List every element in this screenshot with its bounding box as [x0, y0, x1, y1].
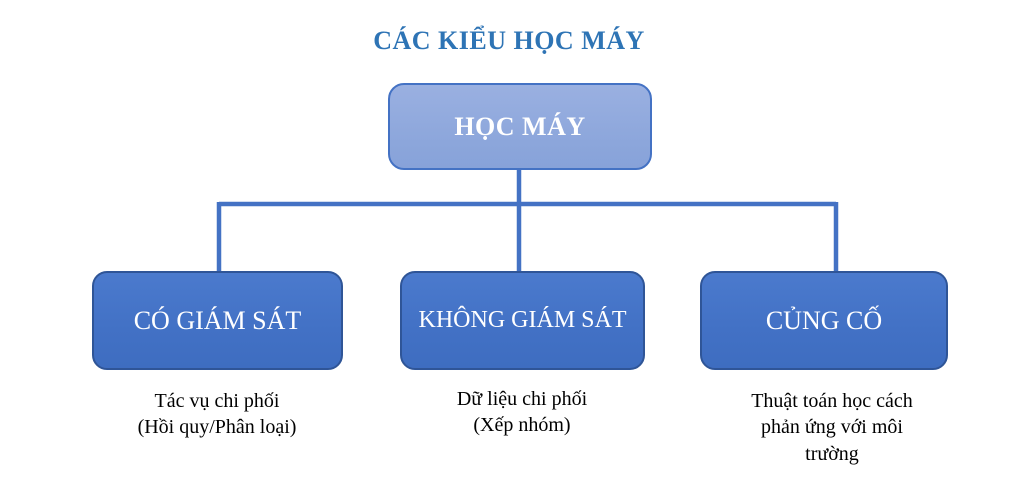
caption-supervised: Tác vụ chi phối (Hồi quy/Phân loại): [137, 390, 297, 439]
child-node-label: KHÔNG GIÁM SÁT: [418, 307, 627, 333]
elbow-connector-path: [216, 169, 839, 272]
child-node-label: CÓ GIÁM SÁT: [133, 305, 302, 335]
caption-unsupervised: Dữ liệu chi phối (Xếp nhóm): [456, 388, 588, 437]
root-node-label: HỌC MÁY: [454, 111, 586, 141]
child-node-supervised: CÓ GIÁM SÁT: [92, 271, 343, 370]
diagram-title: CÁC KIỂU HỌC MÁY: [373, 26, 645, 55]
child-node-label: CỦNG CỐ: [765, 305, 883, 335]
child-node-reinforcement: CỦNG CỐ: [700, 271, 948, 370]
child-node-unsupervised: KHÔNG GIÁM SÁT: [400, 271, 645, 370]
root-node-hoc-may: HỌC MÁY: [388, 83, 652, 170]
caption-reinforcement: Thuật toán học cách phản ứng với môi trư…: [751, 390, 913, 465]
